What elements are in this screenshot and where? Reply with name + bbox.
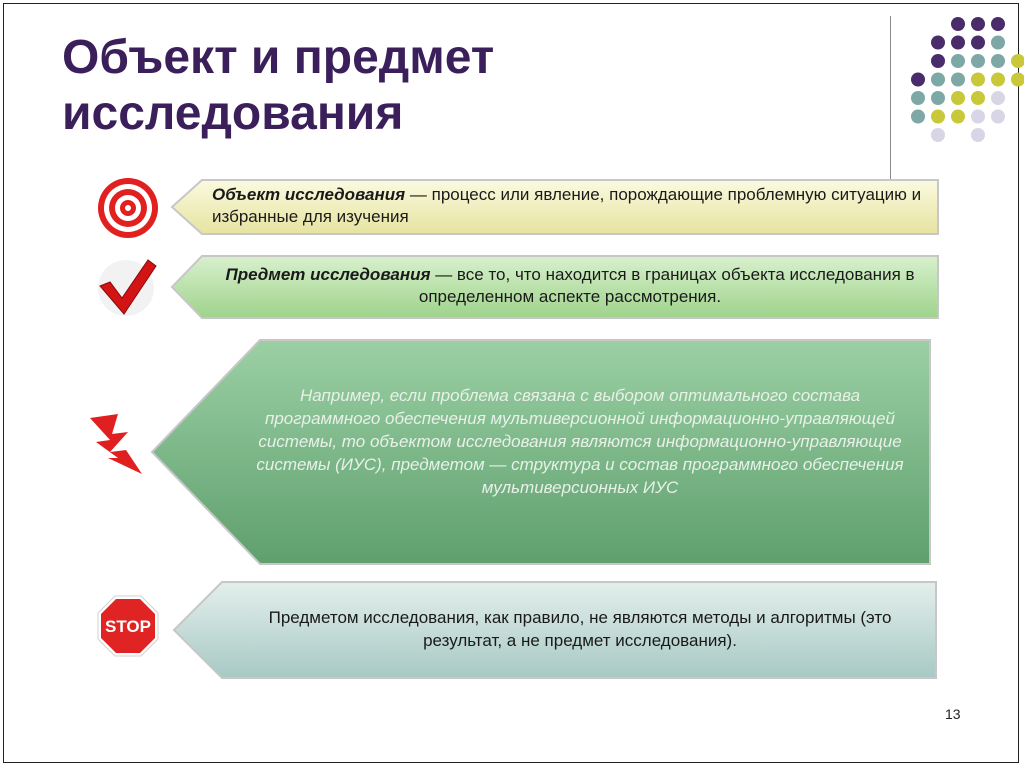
decor-dot xyxy=(951,54,965,68)
definition-object-text: Объект исследования — процесс или явлени… xyxy=(212,184,932,228)
example-banner xyxy=(150,339,931,565)
decor-dot xyxy=(971,17,985,31)
decor-dot xyxy=(931,109,945,124)
definition-object-body: — процесс или явление, порождающие пробл… xyxy=(212,185,922,226)
note-text: Предметом исследования, как правило, не … xyxy=(268,608,892,650)
decor-dot xyxy=(931,54,945,68)
decor-dot xyxy=(951,109,965,124)
page-number: 13 xyxy=(945,706,961,722)
decor-dot xyxy=(971,72,985,87)
decor-dot xyxy=(951,91,965,105)
decor-dot xyxy=(991,91,1005,105)
decor-dot xyxy=(931,128,945,142)
decor-dot xyxy=(931,35,945,50)
definition-subject-text: Предмет исследования — все то, что наход… xyxy=(210,264,930,308)
decor-dot xyxy=(951,72,965,87)
target-icon xyxy=(98,178,158,238)
title-line-1: Объект и предмет xyxy=(62,31,495,84)
example-text: Например, если проблема связана с выборо… xyxy=(256,386,904,497)
stop-sign-label: STOP xyxy=(105,617,151,636)
lightning-icon xyxy=(90,414,142,474)
decor-dot xyxy=(931,72,945,87)
term-subject: Предмет исследования xyxy=(225,265,431,284)
decor-divider xyxy=(890,16,891,188)
decor-dot xyxy=(971,35,985,50)
definition-banner-object xyxy=(170,179,939,235)
decor-dot xyxy=(911,72,925,87)
slide-title: Объект и предмет исследования xyxy=(62,30,494,142)
decor-dot xyxy=(1011,54,1024,68)
decor-dot xyxy=(1011,72,1024,87)
decor-dot xyxy=(991,35,1005,50)
checkmark-icon xyxy=(98,259,157,316)
decor-dot xyxy=(971,54,985,68)
note-banner xyxy=(172,581,937,679)
decor-dot xyxy=(991,54,1005,68)
decor-dot xyxy=(911,91,925,105)
decor-dot xyxy=(951,35,965,50)
decor-dot xyxy=(911,109,925,124)
decor-dot xyxy=(931,91,945,105)
definition-subject-body: — все то, что находится в границах объек… xyxy=(418,265,915,306)
term-object: Объект исследования xyxy=(212,185,406,204)
title-line-2: исследования xyxy=(62,87,404,140)
decor-dot xyxy=(971,128,985,142)
decor-dot xyxy=(991,109,1005,124)
decor-dot xyxy=(971,109,985,124)
decor-dot-grid xyxy=(911,17,1024,142)
decor-dot xyxy=(971,91,985,105)
decor-dot xyxy=(991,72,1005,87)
definition-banner-subject xyxy=(170,255,939,319)
stop-sign-icon: STOP xyxy=(97,595,159,657)
decor-dot xyxy=(991,17,1005,31)
decor-dot xyxy=(951,17,965,31)
